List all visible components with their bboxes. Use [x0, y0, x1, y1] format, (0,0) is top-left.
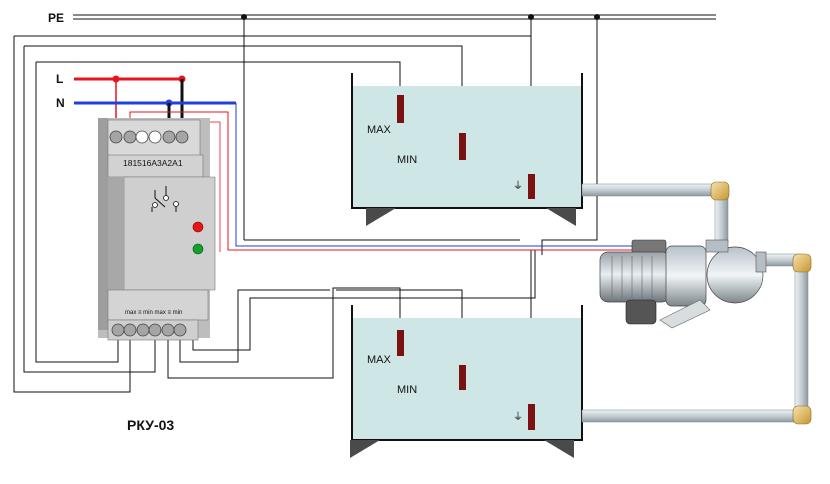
- tank-top-min-label: MIN: [397, 154, 417, 166]
- tank-top: [351, 73, 583, 226]
- ground-icon: ⏚: [513, 180, 523, 192]
- top-terminal-labels: 181516A3A2A1: [123, 158, 183, 168]
- tank-bottom-max-label: MAX: [367, 354, 392, 366]
- pe-label: PE: [48, 11, 64, 25]
- tank-bottom: [350, 305, 583, 458]
- pump-icon: [599, 239, 767, 329]
- tank-bottom-min-label: MIN: [397, 384, 417, 396]
- n-label: N: [56, 96, 65, 110]
- l-label: L: [56, 72, 63, 86]
- led-green-icon: [192, 243, 204, 255]
- bottom-terminal-labels: max ≡ min max ≡ min: [125, 310, 182, 316]
- device-rku03: [98, 118, 216, 341]
- n-line: [74, 99, 640, 247]
- tank-top-max-label: MAX: [367, 124, 392, 136]
- top-terminal-block: [109, 130, 189, 144]
- bottom-terminal-block: [111, 323, 187, 337]
- ground-icon: ⏚: [513, 411, 523, 423]
- device-name: РКУ-03: [127, 417, 174, 433]
- led-red-icon: [192, 221, 204, 233]
